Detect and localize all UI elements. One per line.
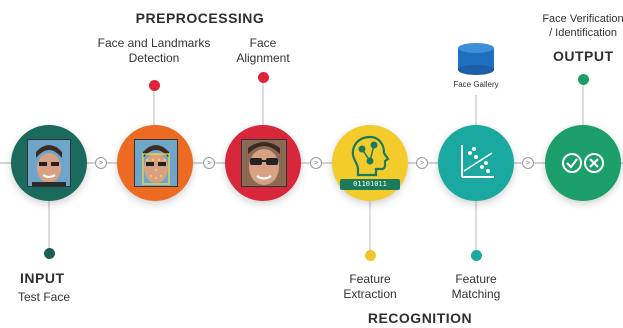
matching-dot bbox=[471, 250, 482, 261]
arrow-icon: > bbox=[203, 157, 215, 169]
preprocessing-heading: PREPROCESSING bbox=[135, 10, 265, 26]
extraction-dot bbox=[365, 250, 376, 261]
face-gallery-label: Face Gallery bbox=[453, 80, 499, 89]
input-dot bbox=[44, 248, 55, 259]
face-landmarks-icon bbox=[134, 139, 178, 187]
verification-label: Face Verification / Identification bbox=[528, 12, 623, 40]
matching-stage-circle bbox=[438, 125, 514, 201]
alignment-line-2: Alignment bbox=[236, 51, 290, 65]
arrow-icon: > bbox=[95, 157, 107, 169]
feature-matching-line-2: Matching bbox=[451, 287, 501, 301]
input-stage-circle bbox=[11, 125, 87, 201]
alignment-line-1: Face bbox=[249, 36, 277, 50]
detection-stage-circle bbox=[117, 125, 193, 201]
database-icon bbox=[456, 42, 496, 76]
scatter-plot-icon bbox=[461, 145, 494, 178]
feature-extraction-label: Feature Extraction bbox=[335, 272, 405, 302]
output-stage-circle bbox=[545, 125, 621, 201]
check-x-icon bbox=[562, 153, 604, 173]
head-circuit-icon bbox=[351, 135, 390, 177]
output-dot bbox=[578, 74, 589, 85]
alignment-stage-circle bbox=[225, 125, 301, 201]
alignment-label: Face Alignment bbox=[228, 36, 298, 66]
arrow-icon: > bbox=[416, 157, 428, 169]
input-heading: INPUT bbox=[20, 270, 65, 286]
recognition-heading: RECOGNITION bbox=[367, 310, 473, 326]
arrow-icon: > bbox=[522, 157, 534, 169]
feature-extraction-line-1: Feature bbox=[349, 272, 391, 286]
alignment-dot bbox=[258, 72, 269, 83]
verification-line-1: Face Verification bbox=[542, 13, 623, 25]
landmarks-detection-label: Face and Landmarks Detection bbox=[94, 36, 214, 66]
arrow-icon: > bbox=[310, 157, 322, 169]
feature-matching-label: Feature Matching bbox=[441, 272, 511, 302]
verification-line-2: / Identification bbox=[549, 27, 617, 39]
binary-code-text: 01101011 bbox=[353, 180, 387, 188]
landmarks-detection-line-1: Face and Landmarks bbox=[97, 36, 211, 50]
aligned-face-icon bbox=[241, 139, 287, 187]
output-heading: OUTPUT bbox=[553, 48, 614, 64]
feature-matching-line-1: Feature bbox=[455, 272, 497, 286]
extraction-stage-circle: 01101011 bbox=[332, 125, 408, 201]
feature-extraction-line-2: Extraction bbox=[343, 287, 397, 301]
test-face-label: Test Face bbox=[18, 290, 71, 304]
binary-code-box: 01101011 bbox=[340, 179, 400, 190]
face-photo-icon bbox=[27, 139, 71, 187]
landmarks-detection-line-2: Detection bbox=[128, 51, 180, 65]
detection-dot bbox=[149, 80, 160, 91]
